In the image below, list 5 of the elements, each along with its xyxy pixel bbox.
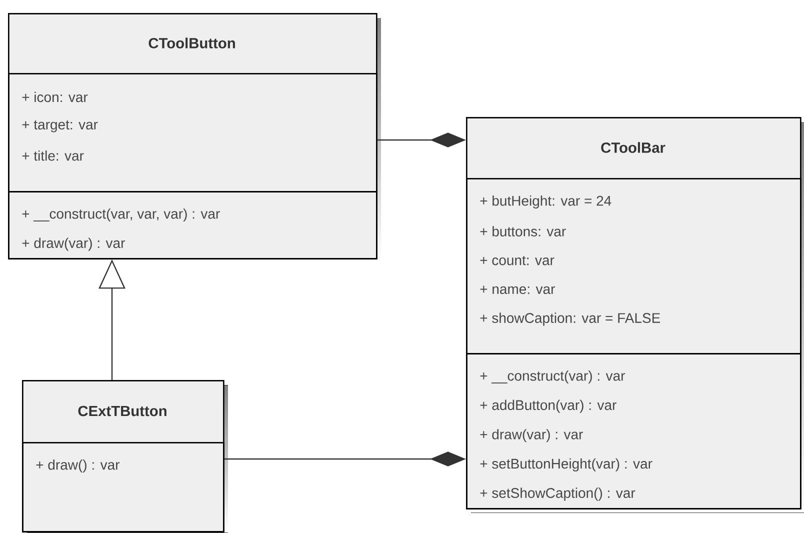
compartment: + butHeight: var = 24 + buttons: var + count: var + name: var + showCaption: var = FALSE	[466, 178, 802, 354]
compartment: + icon: var + target: var + title: var	[8, 73, 378, 192]
compartment: + __construct(var, var, var) : var + draw(var) : var	[8, 191, 378, 260]
compartment: + draw() : var	[22, 442, 224, 532]
compartment: + __construct(var) : var + addButton(var) : var + draw(var) : var + setButtonHeight(var) : var + setShowCaption() : var	[466, 353, 802, 510]
